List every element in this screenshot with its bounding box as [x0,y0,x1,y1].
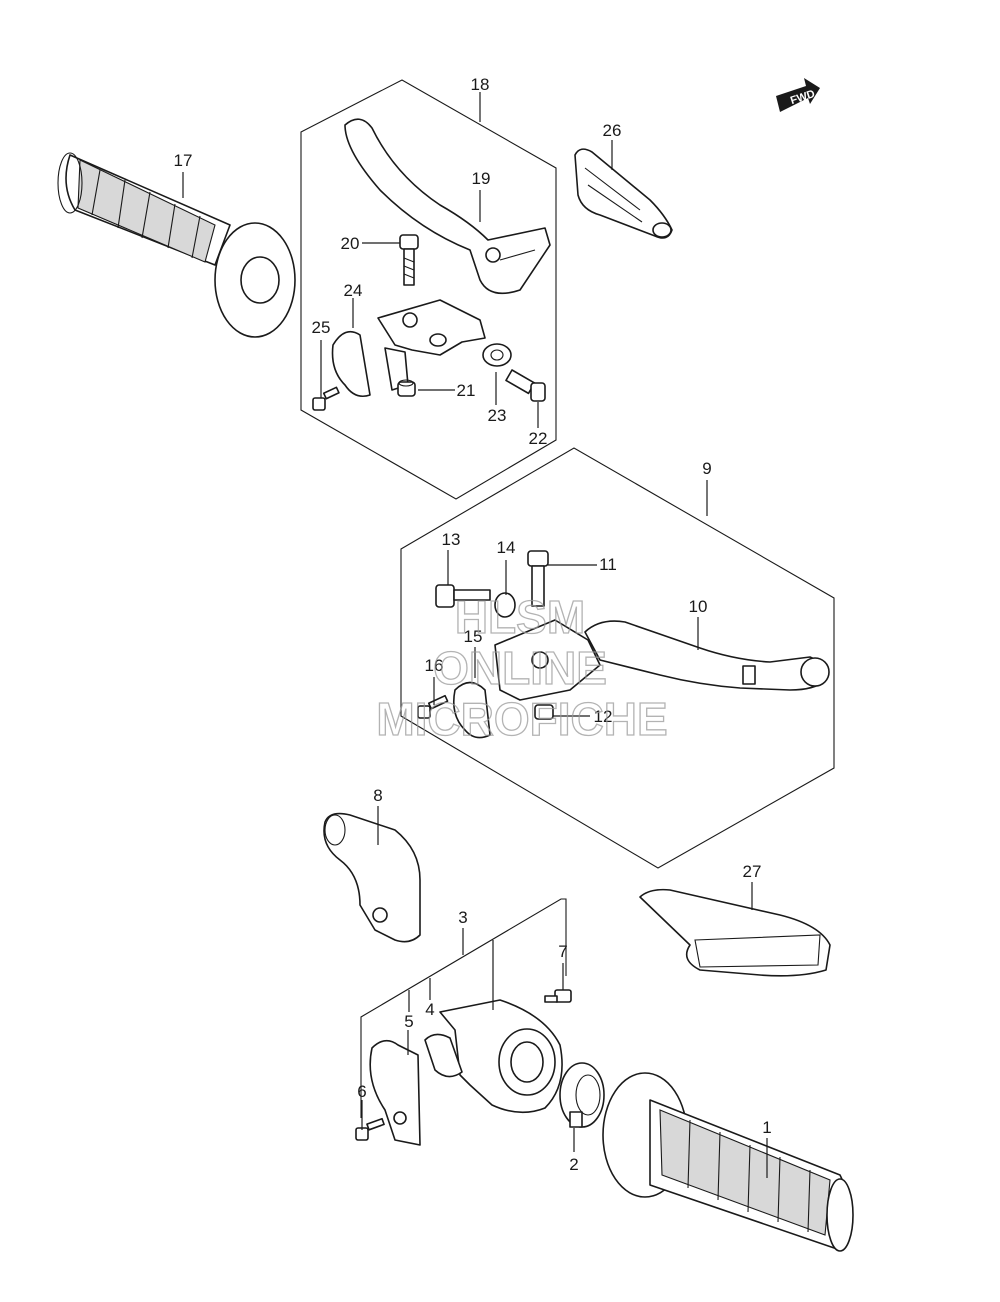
plate-part-5 [369,1039,421,1146]
pivot-bolt-part-20 [399,234,419,286]
adjuster-part-23 [482,343,512,367]
locknut-part-14 [494,592,516,618]
callout-20: 20 [341,234,360,253]
assembly-frame-18 [300,79,557,500]
clutch-lever-part-10 [584,620,830,691]
callout-4: 4 [425,1000,434,1019]
leader-lines [182,92,768,1178]
screw-part-16 [417,694,449,719]
screw-part-6 [355,1117,385,1141]
cover-part-4 [424,1033,463,1078]
callout-12: 12 [594,707,613,726]
watermark-line-3: MICROFICHE [376,693,667,745]
callout-2: 2 [569,1155,578,1174]
nut-part-21 [397,379,416,397]
adjuster-bolt-part-13 [435,584,491,608]
grip-left-part-17 [57,152,296,338]
lever-perch [377,299,486,391]
assembly-frame-9 [400,447,835,869]
lever-guard-part-27 [639,888,831,977]
callout-9: 9 [702,459,711,478]
callout-18: 18 [471,75,490,94]
fwd-arrow-icon: FWD [776,78,820,112]
callout-14: 14 [497,538,516,557]
callout-25: 25 [312,318,331,337]
callout-16: 16 [425,656,444,675]
callout-26: 26 [603,121,622,140]
throttle-housing-part-3 [439,999,563,1114]
callout-11: 11 [599,555,617,574]
callout-8: 8 [373,786,382,805]
callout-23: 23 [488,406,507,425]
callout-10: 10 [689,597,708,616]
screw-part-25 [312,386,340,411]
adjuster-screw-part-22 [505,369,546,402]
pivot-bolt-part-11 [527,550,549,607]
throttle-tube-part-2 [559,1062,605,1128]
callout-22: 22 [529,429,548,448]
screw-part-7 [544,989,572,1003]
clamp-part-15 [452,681,491,739]
brake-lever-part-19 [344,118,551,295]
lever-guard-part-26 [574,148,673,239]
grip-right-part-1 [602,1072,854,1252]
callout-6: 6 [357,1082,366,1101]
callout-7: 7 [558,942,567,961]
clamp-part-24 [331,330,371,398]
callout-19: 19 [472,169,491,188]
assembly-bracket-3 [360,898,567,1118]
callout-3: 3 [458,908,467,927]
callout-21: 21 [457,381,476,400]
callout-17: 17 [174,151,193,170]
watermark-line-2: ONLINE [433,642,607,694]
callout-27: 27 [743,862,762,881]
callout-24: 24 [344,281,363,300]
callout-15: 15 [464,627,483,646]
clutch-perch [494,619,601,720]
callout-1: 1 [762,1118,771,1137]
throttle-cover-part-8 [323,812,421,943]
callout-5: 5 [404,1012,413,1031]
watermark-line-1: HLSM [455,591,585,643]
callout-13: 13 [442,530,461,549]
